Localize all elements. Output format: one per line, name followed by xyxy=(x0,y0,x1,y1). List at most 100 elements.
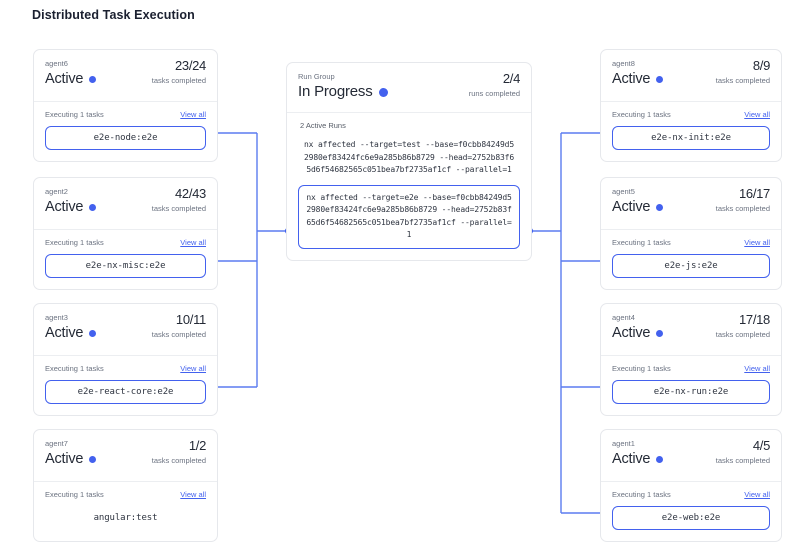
agent-status: Active xyxy=(612,70,770,88)
view-all-link[interactable]: View all xyxy=(744,490,770,499)
run-count: 2/4 xyxy=(502,71,520,86)
agent-card-agent4[interactable]: agent4 Active 17/18 tasks completed Exec… xyxy=(600,303,782,416)
executing-row: Executing 1 tasks View all xyxy=(45,110,206,119)
status-dot-icon xyxy=(89,75,97,83)
agent-status-text: Active xyxy=(612,325,651,341)
executing-row: Executing 1 tasks View all xyxy=(612,110,770,119)
agent-name: agent3 xyxy=(45,313,68,322)
page-title: Distributed Task Execution xyxy=(32,8,195,22)
run-group-status: In Progress xyxy=(298,83,520,101)
executing-label: Executing 1 tasks xyxy=(612,238,671,247)
agent-card-body: Executing 1 tasks View all e2e-nx-misc:e… xyxy=(34,230,217,289)
agent-card-header: agent5 Active 16/17 tasks completed xyxy=(601,178,781,230)
agent-card-agent8[interactable]: agent8 Active 8/9 tasks completed Execut… xyxy=(600,49,782,162)
agent-card-header: agent4 Active 17/18 tasks completed xyxy=(601,304,781,356)
task-chip[interactable]: e2e-react-core:e2e xyxy=(45,380,206,404)
task-count-label: tasks completed xyxy=(715,204,770,213)
view-all-link[interactable]: View all xyxy=(744,110,770,119)
agent-card-body: Executing 1 tasks View all angular:test xyxy=(34,482,217,541)
run-count-label: runs completed xyxy=(468,89,520,98)
agent-name: agent8 xyxy=(612,59,635,68)
task-count: 42/43 xyxy=(174,186,206,201)
agent-card-header: agent7 Active 1/2 tasks completed xyxy=(34,430,217,482)
agent-card-agent6[interactable]: agent6 Active 23/24 tasks completed Exec… xyxy=(33,49,218,162)
executing-label: Executing 1 tasks xyxy=(612,490,671,499)
agent-name: agent2 xyxy=(45,187,68,196)
agent-card-body: Executing 1 tasks View all e2e-nx-init:e… xyxy=(601,102,781,161)
status-dot-icon xyxy=(89,455,97,463)
agent-card-agent2[interactable]: agent2 Active 42/43 tasks completed Exec… xyxy=(33,177,218,290)
agent-card-agent3[interactable]: agent3 Active 10/11 tasks completed Exec… xyxy=(33,303,218,416)
run-group-kicker: Run Group xyxy=(298,72,335,81)
agent-card-body: Executing 1 tasks View all e2e-react-cor… xyxy=(34,356,217,415)
run-group-status-text: In Progress xyxy=(298,83,373,100)
task-chip[interactable]: e2e-js:e2e xyxy=(612,254,770,278)
task-count-label: tasks completed xyxy=(151,330,206,339)
task-count: 1/2 xyxy=(188,438,206,453)
task-count-label: tasks completed xyxy=(151,456,206,465)
agent-card-agent1[interactable]: agent1 Active 4/5 tasks completed Execut… xyxy=(600,429,782,542)
view-all-link[interactable]: View all xyxy=(180,110,206,119)
task-count-label: tasks completed xyxy=(151,204,206,213)
task-chip[interactable]: e2e-nx-run:e2e xyxy=(612,380,770,404)
task-chip[interactable]: e2e-nx-misc:e2e xyxy=(45,254,206,278)
agent-card-agent7[interactable]: agent7 Active 1/2 tasks completed Execut… xyxy=(33,429,218,542)
agent-card-body: Executing 1 tasks View all e2e-js:e2e xyxy=(601,230,781,289)
task-count-label: tasks completed xyxy=(715,330,770,339)
status-dot-icon xyxy=(656,203,664,211)
task-count: 4/5 xyxy=(752,438,770,453)
run-command[interactable]: nx affected --target=test --base=f0cbb84… xyxy=(304,140,514,174)
run-group-header: Run Group In Progress 2/4 runs completed xyxy=(287,63,531,113)
agent-status-text: Active xyxy=(45,325,84,341)
task-count-label: tasks completed xyxy=(151,76,206,85)
agent-status: Active xyxy=(45,450,206,468)
executing-row: Executing 1 tasks View all xyxy=(45,238,206,247)
task-chip[interactable]: e2e-nx-init:e2e xyxy=(612,126,770,150)
agent-status: Active xyxy=(45,324,206,342)
task-chip[interactable]: angular:test xyxy=(45,506,206,530)
executing-row: Executing 1 tasks View all xyxy=(612,238,770,247)
agent-name: agent6 xyxy=(45,59,68,68)
status-dot-icon xyxy=(656,455,664,463)
executing-label: Executing 1 tasks xyxy=(612,110,671,119)
view-all-link[interactable]: View all xyxy=(180,238,206,247)
status-dot-icon xyxy=(89,203,97,211)
run-group-card[interactable]: Run Group In Progress 2/4 runs completed… xyxy=(286,62,532,261)
agent-status: Active xyxy=(612,324,770,342)
agent-status-text: Active xyxy=(612,451,651,467)
task-count: 10/11 xyxy=(175,312,206,327)
agent-name: agent5 xyxy=(612,187,635,196)
agent-name: agent1 xyxy=(612,439,635,448)
agent-status-text: Active xyxy=(45,199,84,215)
agent-card-body: Executing 1 tasks View all e2e-node:e2e xyxy=(34,102,217,161)
view-all-link[interactable]: View all xyxy=(180,364,206,373)
agent-status: Active xyxy=(45,70,206,88)
executing-row: Executing 1 tasks View all xyxy=(612,364,770,373)
agent-status-text: Active xyxy=(45,451,84,467)
executing-label: Executing 1 tasks xyxy=(45,110,104,119)
view-all-link[interactable]: View all xyxy=(180,490,206,499)
task-count-label: tasks completed xyxy=(715,76,770,85)
run-command-active[interactable]: nx affected --target=e2e --base=f0cbb842… xyxy=(298,184,520,249)
view-all-link[interactable]: View all xyxy=(744,364,770,373)
agent-name: agent4 xyxy=(612,313,635,322)
agent-status: Active xyxy=(45,198,206,216)
task-count: 16/17 xyxy=(738,186,770,201)
task-count: 23/24 xyxy=(174,58,206,73)
task-count: 17/18 xyxy=(738,312,770,327)
view-all-link[interactable]: View all xyxy=(744,238,770,247)
run-group-body: 2 Active Runs nx affected --target=test … xyxy=(287,113,531,260)
agent-card-agent5[interactable]: agent5 Active 16/17 tasks completed Exec… xyxy=(600,177,782,290)
agent-card-header: agent6 Active 23/24 tasks completed xyxy=(34,50,217,102)
status-dot-icon xyxy=(656,329,664,337)
status-dot-icon xyxy=(89,329,97,337)
task-chip[interactable]: e2e-web:e2e xyxy=(612,506,770,530)
agent-status-text: Active xyxy=(612,199,651,215)
agent-card-header: agent3 Active 10/11 tasks completed xyxy=(34,304,217,356)
agent-status-text: Active xyxy=(45,71,84,87)
task-count: 8/9 xyxy=(752,58,770,73)
task-chip[interactable]: e2e-node:e2e xyxy=(45,126,206,150)
status-dot-icon xyxy=(656,75,664,83)
status-dot-icon xyxy=(378,87,388,97)
agent-status: Active xyxy=(612,450,770,468)
